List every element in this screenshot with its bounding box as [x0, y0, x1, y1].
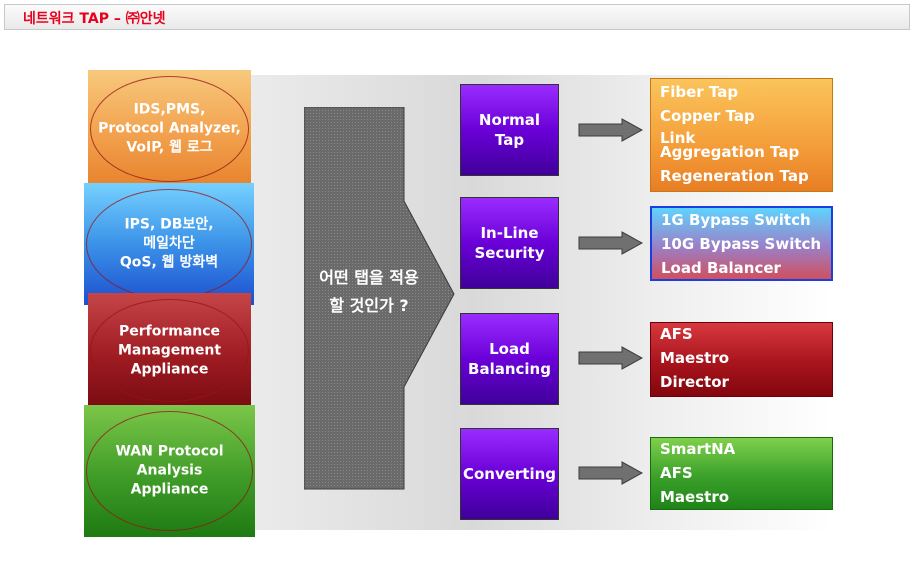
category-text: WAN Protocol Analysis Appliance	[115, 443, 224, 498]
category-box-ips: IPS, DB보안, 메일차단 QoS, 웹 방화벽	[84, 183, 254, 305]
product-item: Maestro	[660, 349, 730, 367]
title-bar: 네트워크 TAP – ㈜안넷	[4, 4, 910, 30]
ellipse-outline	[90, 76, 249, 182]
product-item: Fiber Tap	[660, 83, 739, 101]
product-list-inline-security: 1G Bypass Switch 10G Bypass Switch Load …	[650, 206, 833, 281]
ellipse-outline	[90, 299, 249, 402]
product-list-load-balancing: AFS Maestro Director	[650, 322, 833, 397]
product-item: Regeneration Tap	[660, 167, 809, 185]
product-item: Copper Tap	[660, 107, 755, 125]
right-arrow-icon	[578, 118, 644, 142]
product-item: SmartNA	[660, 440, 736, 458]
tap-type-converting: Converting	[460, 428, 559, 520]
product-list-normal-tap: Fiber Tap Copper Tap Link Aggregation Ta…	[650, 78, 833, 192]
product-item: AFS	[660, 464, 693, 482]
category-text: IPS, DB보안, 메일차단 QoS, 웹 방화벽	[119, 216, 219, 271]
ellipse-outline	[86, 411, 253, 531]
product-list-converting: SmartNA AFS Maestro	[650, 437, 833, 510]
product-item: Maestro	[660, 488, 730, 506]
category-box-ids: IDS,PMS, Protocol Analyzer, VoIP, 웹 로그	[88, 70, 251, 188]
center-question-line1: 어떤 탭을 적용	[319, 268, 419, 287]
category-text: IDS,PMS, Protocol Analyzer, VoIP, 웹 로그	[98, 101, 241, 156]
product-item: AFS	[660, 325, 693, 343]
product-item: 1G Bypass Switch	[661, 211, 811, 229]
tap-type-normal: Normal Tap	[460, 84, 559, 176]
page-title: 네트워크 TAP – ㈜안넷	[23, 11, 166, 27]
category-box-performance: Performance Management Appliance	[88, 293, 251, 408]
center-question: 어떤 탭을 적용 할 것인가 ?	[304, 264, 434, 320]
product-item: Load Balancer	[661, 259, 781, 277]
product-item: Link Aggregation Tap	[660, 129, 800, 161]
category-text: Performance Management Appliance	[117, 323, 222, 377]
product-item: Director	[660, 373, 729, 391]
right-arrow-icon	[578, 231, 644, 255]
center-question-line2: 할 것인가 ?	[329, 296, 409, 315]
right-arrow-icon	[578, 346, 644, 370]
category-box-wan: WAN Protocol Analysis Appliance	[84, 405, 255, 537]
right-arrow-icon	[578, 461, 644, 485]
tap-type-inline-security: In-Line Security	[460, 197, 559, 289]
large-right-arrow-icon	[304, 107, 455, 490]
product-item: 10G Bypass Switch	[661, 235, 822, 253]
tap-type-load-balancing: Load Balancing	[460, 313, 559, 405]
